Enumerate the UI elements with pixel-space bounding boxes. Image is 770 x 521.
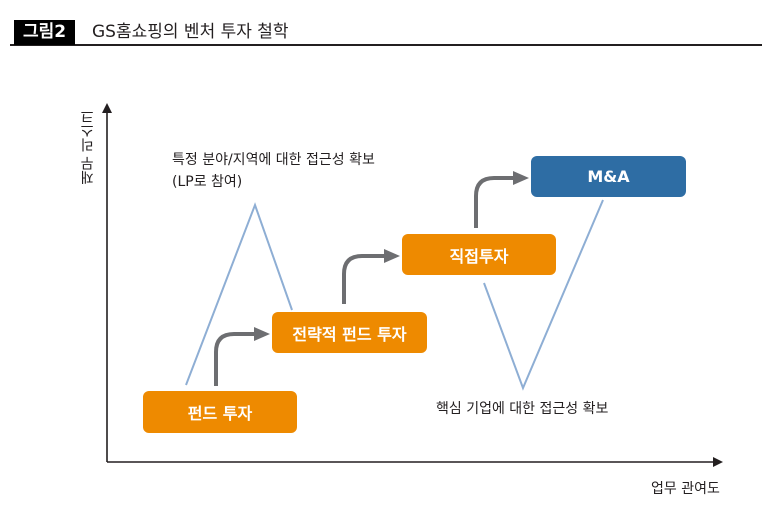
- right-valley-line: [483, 199, 604, 391]
- left-peak-annotation: 특정 분야/지역에 대한 접근성 확보 (LP로 참여): [172, 149, 375, 193]
- figure-number-badge: 그림2: [14, 20, 76, 45]
- left-peak-annotation-line2: (LP로 참여): [172, 174, 243, 190]
- step-arrow-1: [214, 327, 270, 386]
- step-arrow-3: [474, 171, 529, 228]
- figure-header: 그림2 GS홈쇼핑의 벤처 투자 철학: [10, 12, 762, 46]
- y-axis-label: 재무 리스크: [80, 110, 96, 185]
- left-peak-annotation-line1: 특정 분야/지역에 대한 접근성 확보: [172, 152, 375, 168]
- figure-title: GS홈쇼핑의 벤처 투자 철학: [92, 22, 289, 42]
- right-valley-annotation: 핵심 기업에 대한 접근성 확보: [436, 401, 609, 417]
- stage-fund-investment: 펀드 투자: [143, 391, 297, 433]
- x-axis-label: 업무 관여도: [651, 481, 720, 497]
- step-arrow-2: [342, 249, 400, 304]
- stage-strategic-fund-investment: 전략적 펀드 투자: [272, 312, 427, 353]
- stage-m-and-a: M&A: [531, 156, 686, 197]
- stage-direct-investment: 직접투자: [402, 234, 556, 275]
- left-peak-line: [185, 202, 293, 386]
